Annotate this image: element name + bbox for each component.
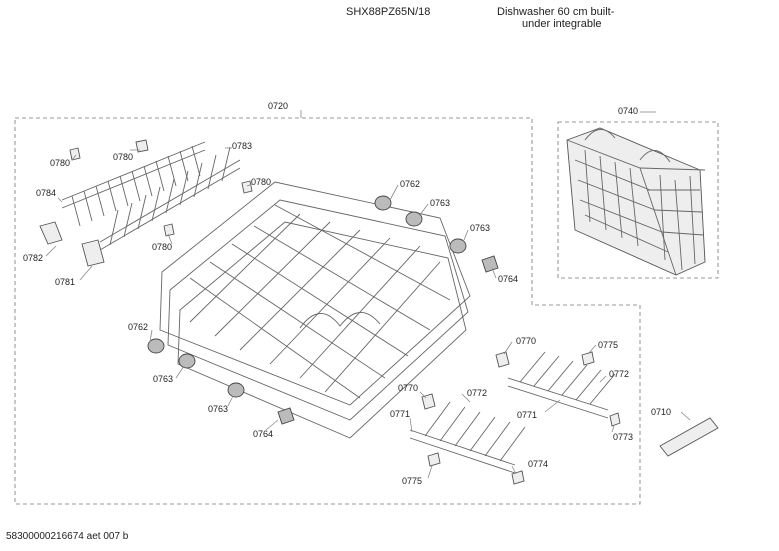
appliance-description-line2: under integrable [522, 18, 602, 30]
label-0773: 0773 [613, 432, 633, 442]
label-0720: 0720 [268, 101, 288, 111]
document-id: 58300000216674 aet 007 b [6, 531, 129, 542]
plate-rack-left [409, 393, 526, 485]
label-0783: 0783 [232, 141, 252, 151]
label-0763: 0763 [470, 223, 490, 233]
label-0781: 0781 [55, 277, 75, 287]
cutlery-basket [566, 127, 706, 276]
model-number: SHX88PZ65N/18 [346, 6, 431, 18]
label-0782: 0782 [23, 253, 43, 263]
label-0763: 0763 [430, 198, 450, 208]
plate-rack-right [495, 351, 621, 427]
lower-basket [159, 181, 471, 439]
label-0775: 0775 [402, 476, 422, 486]
label-0740: 0740 [618, 106, 638, 116]
label-0771: 0771 [517, 410, 537, 420]
fold-down-tine-racks [61, 141, 241, 251]
label-0764: 0764 [253, 429, 273, 439]
leader-lines [45, 147, 691, 479]
label-0780: 0780 [251, 177, 271, 187]
handle-part [659, 417, 719, 457]
appliance-description-line1: Dishwasher 60 cm built- [497, 6, 615, 18]
label-0774: 0774 [528, 459, 548, 469]
label-0763: 0763 [153, 374, 173, 384]
label-0770: 0770 [516, 336, 536, 346]
label-0771: 0771 [390, 409, 410, 419]
label-0764: 0764 [498, 274, 518, 284]
label-0775: 0775 [598, 340, 618, 350]
cutlery-basket-boundary [557, 121, 719, 279]
label-0762: 0762 [400, 179, 420, 189]
basket-assembly-boundary [14, 117, 641, 505]
label-0772: 0772 [609, 369, 629, 379]
basket-wheels [147, 195, 499, 425]
label-0762: 0762 [128, 322, 148, 332]
label-0710: 0710 [651, 407, 671, 417]
label-0780: 0780 [50, 158, 70, 168]
label-0784: 0784 [36, 188, 56, 198]
label-0780: 0780 [152, 242, 172, 252]
label-0763: 0763 [208, 404, 228, 414]
label-0770: 0770 [398, 383, 418, 393]
rack-clips [39, 139, 253, 267]
label-0772: 0772 [467, 388, 487, 398]
label-0780: 0780 [113, 152, 133, 162]
